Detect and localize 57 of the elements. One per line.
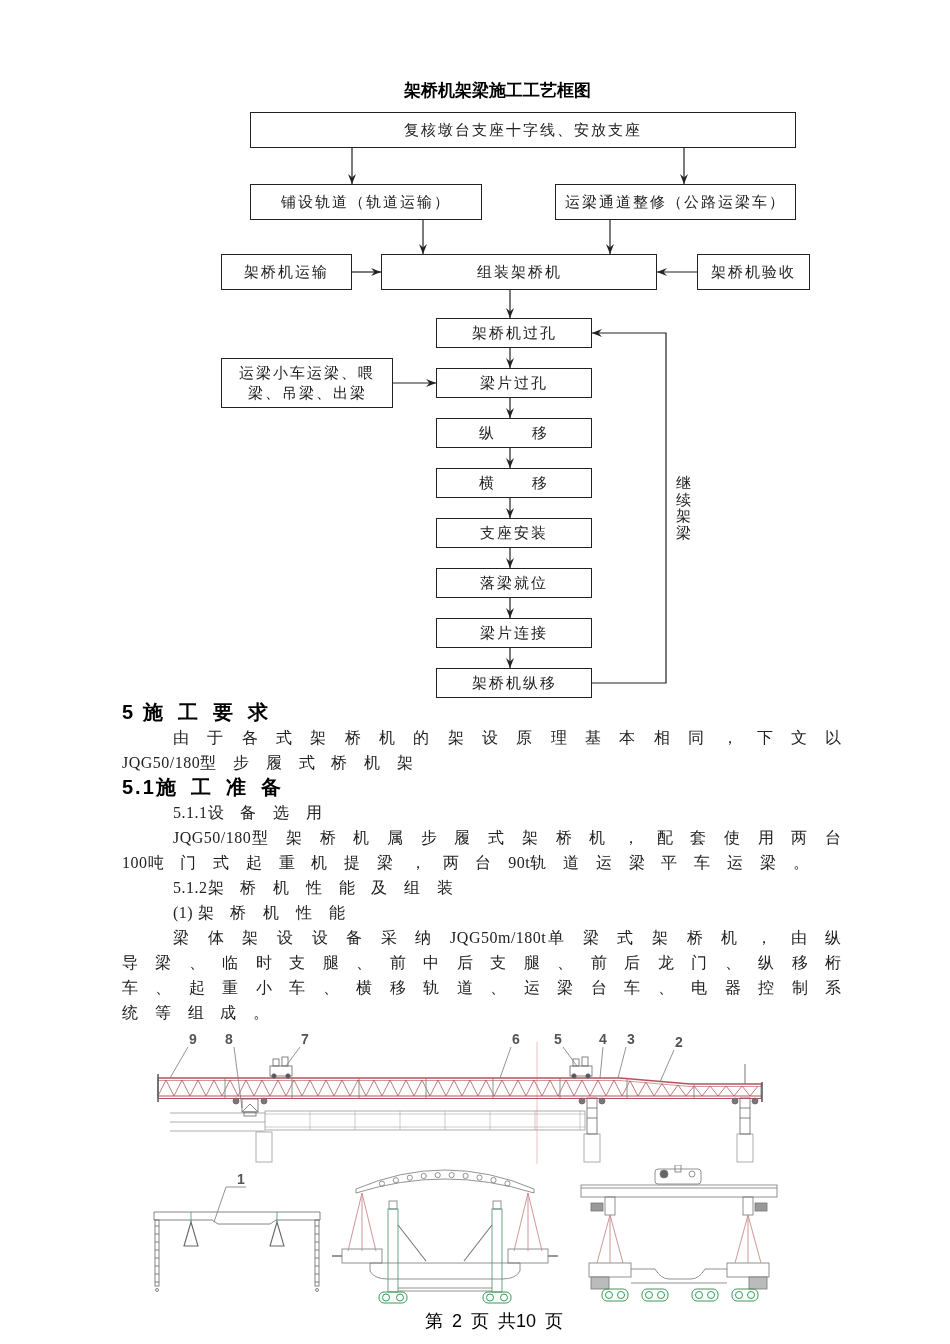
process-box (436, 368, 592, 398)
arrow (506, 347, 514, 369)
callout-number: 1 (236, 1172, 246, 1187)
leader-line (213, 1186, 247, 1223)
step-label: 纵 移 (479, 424, 549, 443)
step-label: 梁片过孔 (480, 374, 548, 393)
process-box (436, 318, 592, 348)
step-label: 运梁通道整修（公路运梁车） (565, 193, 786, 212)
arrow (419, 219, 427, 255)
edge-label: 继续架梁 (676, 475, 691, 541)
arrow (506, 647, 514, 669)
step-label: 架桥机纵移 (471, 674, 557, 693)
paragraph: (1) 架桥机性能 (172, 903, 363, 924)
arrow (606, 219, 614, 255)
arrow (506, 597, 514, 619)
arrow (351, 268, 382, 276)
step-label: 复核墩台支座十字线、安放支座 (404, 121, 642, 140)
arrow (680, 147, 688, 185)
process-box (436, 418, 592, 448)
process-box (436, 618, 592, 648)
step-label: 架桥机运输 (244, 263, 329, 282)
step-label: 组装架桥机 (476, 263, 562, 282)
arrow (506, 447, 514, 469)
process-box (221, 358, 393, 408)
arrow (506, 289, 514, 319)
arrow (591, 329, 667, 684)
section-heading: 5.1施工准备 (122, 775, 297, 800)
process-box (436, 518, 592, 548)
process-box (250, 112, 796, 148)
process-box (555, 184, 796, 220)
process-box (697, 254, 810, 290)
page-number: 第 2 页 共10 页 (425, 1310, 564, 1332)
arrow (506, 397, 514, 419)
step-label: 落梁就位 (480, 574, 548, 593)
process-box (436, 568, 592, 598)
paragraph: 5.1.1设备选用 (172, 803, 340, 823)
arrow (506, 497, 514, 519)
step-label: 运梁小车运梁、喂梁、吊梁、出梁 (238, 364, 376, 403)
step-label: 架桥机过孔 (471, 324, 557, 343)
process-box (250, 184, 482, 220)
arrow (348, 147, 356, 185)
step-label: 横 移 (479, 474, 549, 493)
paragraph: 5.1.2架桥机性能及组装 (172, 878, 471, 898)
step-label: 铺设轨道（轨道运输） (281, 193, 451, 212)
process-box (381, 254, 657, 290)
step-label: 支座安装 (480, 524, 548, 543)
arrow (506, 547, 514, 569)
process-box (436, 468, 592, 498)
process-box (221, 254, 352, 290)
arrow (392, 379, 437, 387)
step-label: 架桥机验收 (711, 263, 796, 282)
diagram-title: 架桥机架梁施工工艺框图 (403, 80, 591, 102)
arrow (656, 268, 698, 276)
step-label: 梁片连接 (480, 624, 548, 643)
process-box (436, 668, 592, 698)
paragraph: 由于各式架桥机的架设原理基本相同，下文以JQG50/180型步履式桥机架 (122, 728, 858, 773)
section-heading: 5 施工要求 (122, 700, 284, 725)
